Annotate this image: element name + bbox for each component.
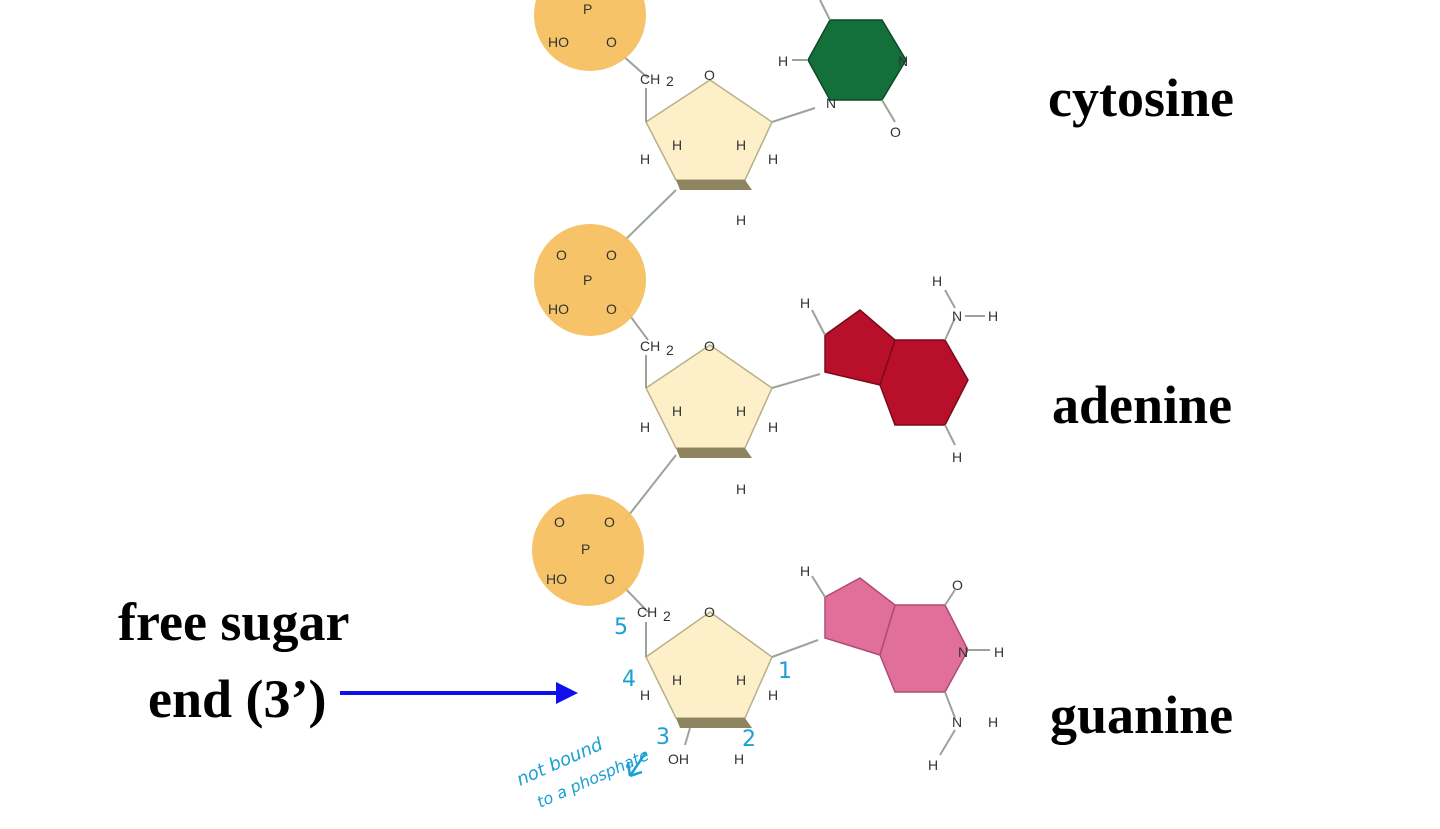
base-label-adenine: adenine <box>1052 375 1232 435</box>
h-atom: H <box>640 419 650 435</box>
deoxyribose-sugar-3: O CH 2 H H H H OH H <box>637 604 819 767</box>
phosphorus-atom: P <box>583 272 592 288</box>
carbon-2-label: 2 <box>742 727 756 752</box>
phosphorus-atom: P <box>583 1 592 17</box>
h-atom: H <box>736 403 746 419</box>
h-atom: H <box>994 644 1004 660</box>
h-atom: H <box>928 757 938 773</box>
h-atom: H <box>736 481 746 497</box>
h-atom: H <box>778 53 788 69</box>
free-sugar-label-line1: free sugar <box>118 592 349 652</box>
pointer-arrow <box>340 682 578 704</box>
h-atom: H <box>768 687 778 703</box>
h-atom: H <box>988 308 998 324</box>
carbon-1-label: 1 <box>778 659 792 684</box>
hydroxyl-3prime-label: OH <box>668 751 689 767</box>
oxygen-atom: O <box>604 571 615 587</box>
free-sugar-label-line2: end (3’) <box>148 669 326 729</box>
h-atom: H <box>800 563 810 579</box>
adenine-base: H H N H H <box>800 273 998 465</box>
oxygen-atom: O <box>606 247 617 263</box>
ch2-label: CH <box>640 71 660 87</box>
carbon-3-label: 3 <box>656 725 670 750</box>
h-atom: H <box>640 687 650 703</box>
h-atom: H <box>672 403 682 419</box>
phosphate-group-3: O O P HO O <box>532 494 644 606</box>
n-atom: N <box>952 714 962 730</box>
ch2-subscript: 2 <box>663 608 671 624</box>
h-atom: H <box>736 212 746 228</box>
ch2-subscript: 2 <box>666 73 674 89</box>
ring-oxygen: O <box>704 67 715 83</box>
oxygen-atom: O <box>556 247 567 263</box>
o-atom: O <box>952 577 963 593</box>
carbon-4-label: 4 <box>622 667 636 692</box>
h-atom: H <box>736 672 746 688</box>
n-atom: N <box>898 53 908 69</box>
h-atom: H <box>952 449 962 465</box>
deoxyribose-sugar-1: O CH 2 H H H H H <box>640 67 816 228</box>
hydroxyl-label: HO <box>546 571 567 587</box>
ch2-subscript: 2 <box>666 342 674 358</box>
ch2-label: CH <box>637 604 657 620</box>
base-label-guanine: guanine <box>1050 685 1233 745</box>
oxygen-atom: O <box>554 514 565 530</box>
o-atom: O <box>890 124 901 140</box>
oxygen-atom: O <box>606 301 617 317</box>
h-atom: H <box>768 151 778 167</box>
n-atom: N <box>952 308 962 324</box>
note-arrow-icon <box>626 751 648 778</box>
base-label-cytosine: cytosine <box>1048 68 1234 128</box>
h-atom: H <box>800 295 810 311</box>
h-atom: H <box>672 672 682 688</box>
h-atom: H <box>932 273 942 289</box>
phosphate-group-1: P HO O <box>534 0 646 71</box>
hydroxyl-label: HO <box>548 34 569 50</box>
h-atom: H <box>768 419 778 435</box>
phosphorus-atom: P <box>581 541 590 557</box>
carbon-5-label: 5 <box>614 615 628 640</box>
ch2-label: CH <box>640 338 660 354</box>
ring-oxygen: O <box>704 604 715 620</box>
oxygen-atom: O <box>604 514 615 530</box>
cytosine-base: H N N O <box>778 0 908 140</box>
ring-oxygen: O <box>704 338 715 354</box>
deoxyribose-sugar-2: O CH 2 H H H H H <box>640 338 821 497</box>
n-atom: N <box>826 95 836 111</box>
n-atom: N <box>958 644 968 660</box>
h-atom: H <box>736 137 746 153</box>
oxygen-atom: O <box>606 34 617 50</box>
phosphate-group-2: O O P HO O <box>534 224 646 336</box>
h-atom: H <box>672 137 682 153</box>
guanine-base: H O N H N H H <box>800 563 1004 773</box>
h-atom: H <box>640 151 650 167</box>
hydroxyl-label: HO <box>548 301 569 317</box>
h-atom: H <box>988 714 998 730</box>
h-atom: H <box>734 751 744 767</box>
